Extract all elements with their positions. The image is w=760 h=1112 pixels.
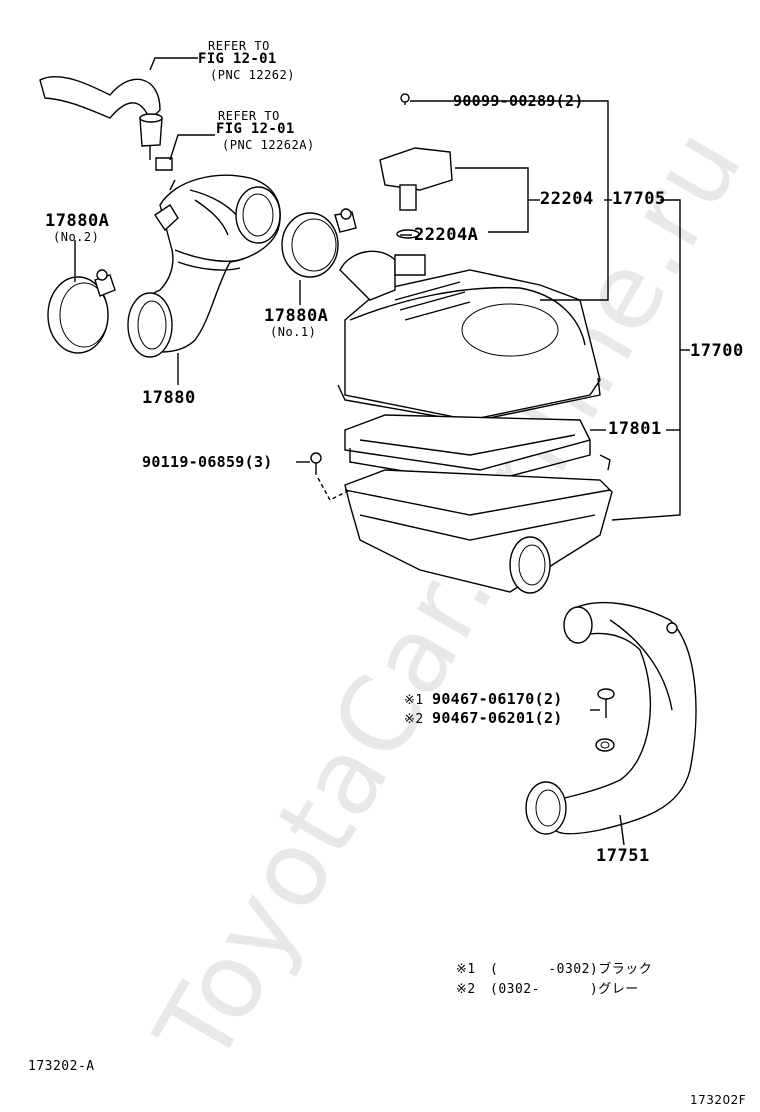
part-17751: 17751 <box>596 846 650 866</box>
part-90119-06859: 90119-06859(3) <box>142 453 273 471</box>
part-90467-mark-2: ※2 <box>404 712 424 727</box>
part-17705: 17705 <box>612 189 666 209</box>
part-17801: 17801 <box>608 419 662 439</box>
part-90467-06170: 90467-06170(2) <box>432 690 563 708</box>
screws-90467-drawing <box>595 688 615 752</box>
refer-to-label-1: REFER TO <box>208 39 270 53</box>
leader-lines <box>74 57 690 846</box>
note-1-mark: ※1 <box>456 962 476 977</box>
note-2-mark: ※2 <box>456 982 476 997</box>
part-90467-mark-1: ※1 <box>404 693 424 708</box>
refer-fig-label-1: FIG 12-01 <box>198 51 277 67</box>
refer-pnc-label-1: (PNC 12262) <box>210 68 295 82</box>
refer-pnc-label-2: (PNC 12262A) <box>222 138 315 152</box>
part-90467-06201: 90467-06201(2) <box>432 709 563 727</box>
footer-right-code: 173202F <box>690 1093 747 1107</box>
refer-to-label-2: REFER TO <box>218 109 280 123</box>
part-17880A-no2: 17880A <box>45 211 110 231</box>
part-17880: 17880 <box>142 388 196 408</box>
footer-left-code: 173202-A <box>28 1059 95 1074</box>
refer-fig-label-2: FIG 12-01 <box>216 121 295 137</box>
air-flow-sensor-drawing <box>379 93 453 239</box>
part-22204A: 22204A <box>414 225 479 245</box>
inlet-hose-drawing <box>39 76 173 171</box>
part-17880A-no1-sub: (No.1) <box>270 325 317 339</box>
part-17700: 17700 <box>690 341 744 361</box>
air-cleaner-cap-drawing <box>337 250 601 423</box>
note-2-text: (0302- )グレー <box>490 982 639 997</box>
part-17880A-no1: 17880A <box>264 306 329 326</box>
note-1-text: ( -0302)ブラック <box>490 962 653 977</box>
part-90099-00289: 90099-00289(2) <box>453 92 584 110</box>
clamp-no2-drawing <box>47 269 116 354</box>
air-cleaner-case-drawing <box>344 454 613 594</box>
intake-hose-ring <box>127 292 173 358</box>
part-17880A-no2-sub: (No.2) <box>53 230 100 244</box>
part-22204: 22204 <box>540 189 594 209</box>
clamp-no1-drawing <box>281 208 357 278</box>
intake-pipe-drawing <box>525 601 697 835</box>
bolt-90119-drawing <box>310 452 351 501</box>
